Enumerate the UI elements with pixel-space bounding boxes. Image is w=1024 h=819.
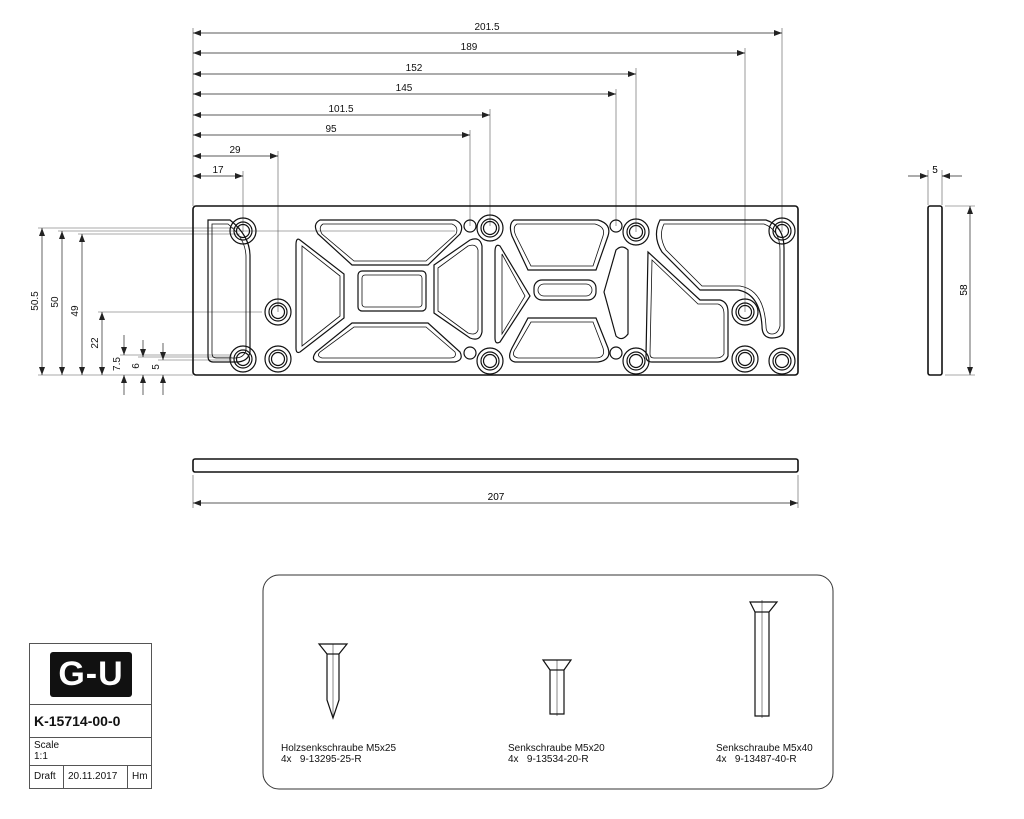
dim-29: 29 bbox=[229, 145, 241, 156]
dim-17: 17 bbox=[212, 165, 224, 176]
scale-label: Scale bbox=[34, 740, 60, 751]
dim-side-5: 5 bbox=[932, 165, 938, 176]
dim-7-5: 7.5 bbox=[112, 357, 123, 371]
extension-lines bbox=[38, 28, 975, 508]
left-dimension-lines bbox=[39, 228, 166, 395]
date-text: 20.11.2017 bbox=[68, 771, 118, 782]
countersunk-screw-short-icon bbox=[541, 659, 573, 716]
part-qty-code: 4x 9-13534-20-R bbox=[508, 754, 605, 765]
part-name: Holzsenkschraube M5x25 bbox=[281, 743, 397, 754]
dim-5: 5 bbox=[151, 364, 162, 370]
dim-95: 95 bbox=[325, 124, 337, 135]
part-label-2: Senkschraube M5x20 4x 9-13534-20-R bbox=[508, 743, 605, 765]
mounting-plate-top-view bbox=[192, 205, 799, 376]
part-code: 9-13295-25-R bbox=[299, 754, 362, 765]
dim-49: 49 bbox=[70, 305, 81, 317]
dim-side-58: 58 bbox=[959, 284, 970, 296]
part-code: 9-13487-40-R bbox=[734, 754, 797, 765]
dim-201-5: 201.5 bbox=[474, 22, 499, 33]
part-name: Senkschraube M5x20 bbox=[508, 743, 605, 754]
plate-side-view: 5 58 bbox=[908, 165, 973, 376]
status-row: Draft 20.11.2017 Hm bbox=[30, 765, 151, 788]
part-qty-code: 4x 9-13487-40-R bbox=[716, 754, 813, 765]
dim-189: 189 bbox=[461, 42, 478, 53]
part-code: 9-13534-20-R bbox=[526, 754, 589, 765]
wood-screw-icon bbox=[317, 643, 349, 720]
part-label-1: Holzsenkschraube M5x25 4x 9-13295-25-R bbox=[281, 743, 396, 765]
part-qty: 4x bbox=[508, 754, 519, 765]
dim-152: 152 bbox=[406, 63, 423, 74]
scale-value: 1:1 bbox=[34, 751, 48, 762]
part-number: K-15714-00-0 bbox=[30, 704, 151, 738]
part-qty: 4x bbox=[716, 754, 727, 765]
parts-box bbox=[262, 574, 834, 790]
dim-50-5: 50.5 bbox=[30, 291, 41, 311]
status-text: Draft bbox=[34, 771, 56, 782]
dim-207: 207 bbox=[488, 492, 505, 503]
author-text: Hm bbox=[132, 771, 148, 782]
top-dimension-lines bbox=[193, 30, 782, 179]
title-block: G-U K-15714-00-0 Scale 1:1 Draft 20.11.2… bbox=[29, 643, 152, 789]
part-qty-code: 4x 9-13295-25-R bbox=[281, 754, 396, 765]
countersunk-screw-long-icon bbox=[749, 600, 779, 718]
dim-101-5: 101.5 bbox=[328, 104, 353, 115]
company-logo: G-U bbox=[50, 652, 132, 697]
dim-50: 50 bbox=[50, 296, 61, 308]
plate-edge-view: 207 bbox=[192, 458, 799, 506]
dim-145: 145 bbox=[396, 83, 413, 94]
scale: Scale 1:1 bbox=[34, 740, 59, 762]
part-qty: 4x bbox=[281, 754, 292, 765]
dim-6: 6 bbox=[131, 363, 142, 369]
dim-22: 22 bbox=[90, 337, 101, 349]
part-label-3: Senkschraube M5x40 4x 9-13487-40-R bbox=[716, 743, 813, 765]
part-name: Senkschraube M5x40 bbox=[716, 743, 813, 754]
